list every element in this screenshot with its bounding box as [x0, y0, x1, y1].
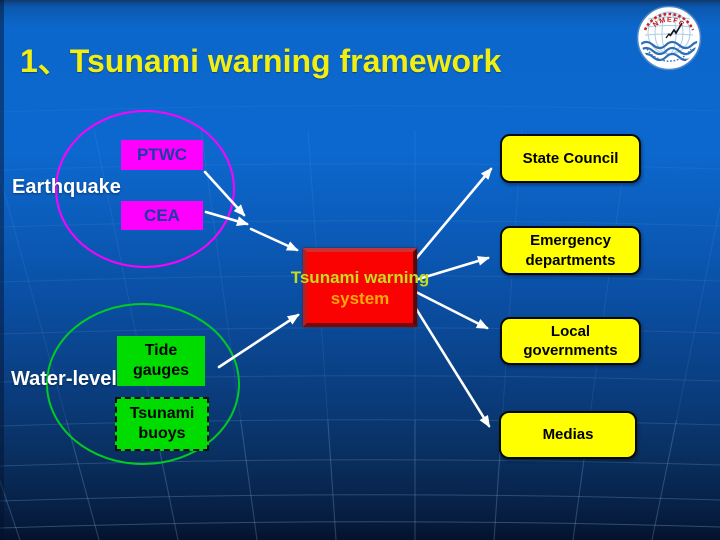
- node-medias: Medias: [499, 411, 637, 459]
- system-label-line1: Tsunami warning: [290, 267, 430, 287]
- nmefc-logo-icon: NMEFC: [636, 5, 702, 71]
- node-tsunami-warning-system: Tsunami warning system: [291, 248, 429, 327]
- left-edge-shade: [0, 0, 4, 540]
- slide-title: 1、Tsunami warning framework: [20, 43, 502, 79]
- node-state-council: State Council: [500, 134, 641, 183]
- earthquake-label: Earthquake: [12, 176, 121, 198]
- node-tide-gauges: Tide gauges: [117, 336, 205, 386]
- node-cea: CEA: [121, 201, 203, 230]
- node-ptwc: PTWC: [121, 140, 203, 170]
- node-tsunami-buoys: Tsunami buoys: [115, 397, 209, 451]
- system-label-line2: system: [330, 288, 390, 308]
- water-level-group-ellipse: [46, 303, 240, 465]
- water-level-label: Water-level: [11, 368, 117, 390]
- node-emergency-departments: Emergency departments: [500, 226, 641, 275]
- node-local-governments: Local governments: [500, 317, 641, 365]
